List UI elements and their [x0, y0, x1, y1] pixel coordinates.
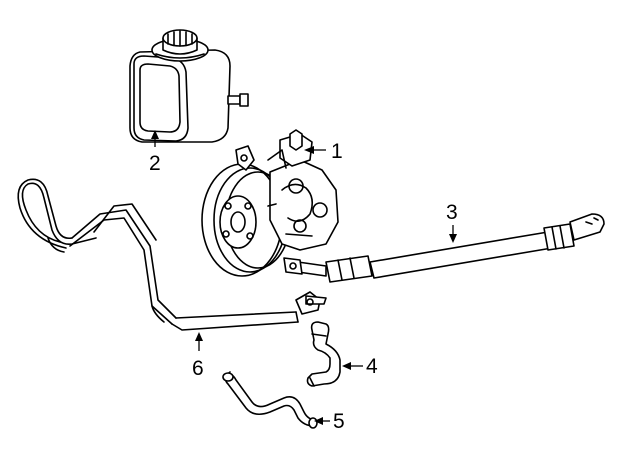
pump-part: [201, 129, 339, 277]
reservoir-part: [129, 29, 249, 143]
callout-2: 2: [149, 152, 161, 175]
callout-1: 1: [331, 140, 343, 163]
callout-6: 6: [192, 357, 204, 380]
callout-3: 3: [446, 201, 458, 224]
return-line-part: [17, 178, 327, 331]
callout-5: 5: [333, 410, 345, 433]
small-hose-part: [306, 321, 341, 387]
callout-4: 4: [366, 355, 378, 378]
leader-lines: [151, 130, 457, 425]
pressure-hose-part: [283, 213, 605, 283]
s-hose-part: [222, 371, 318, 429]
